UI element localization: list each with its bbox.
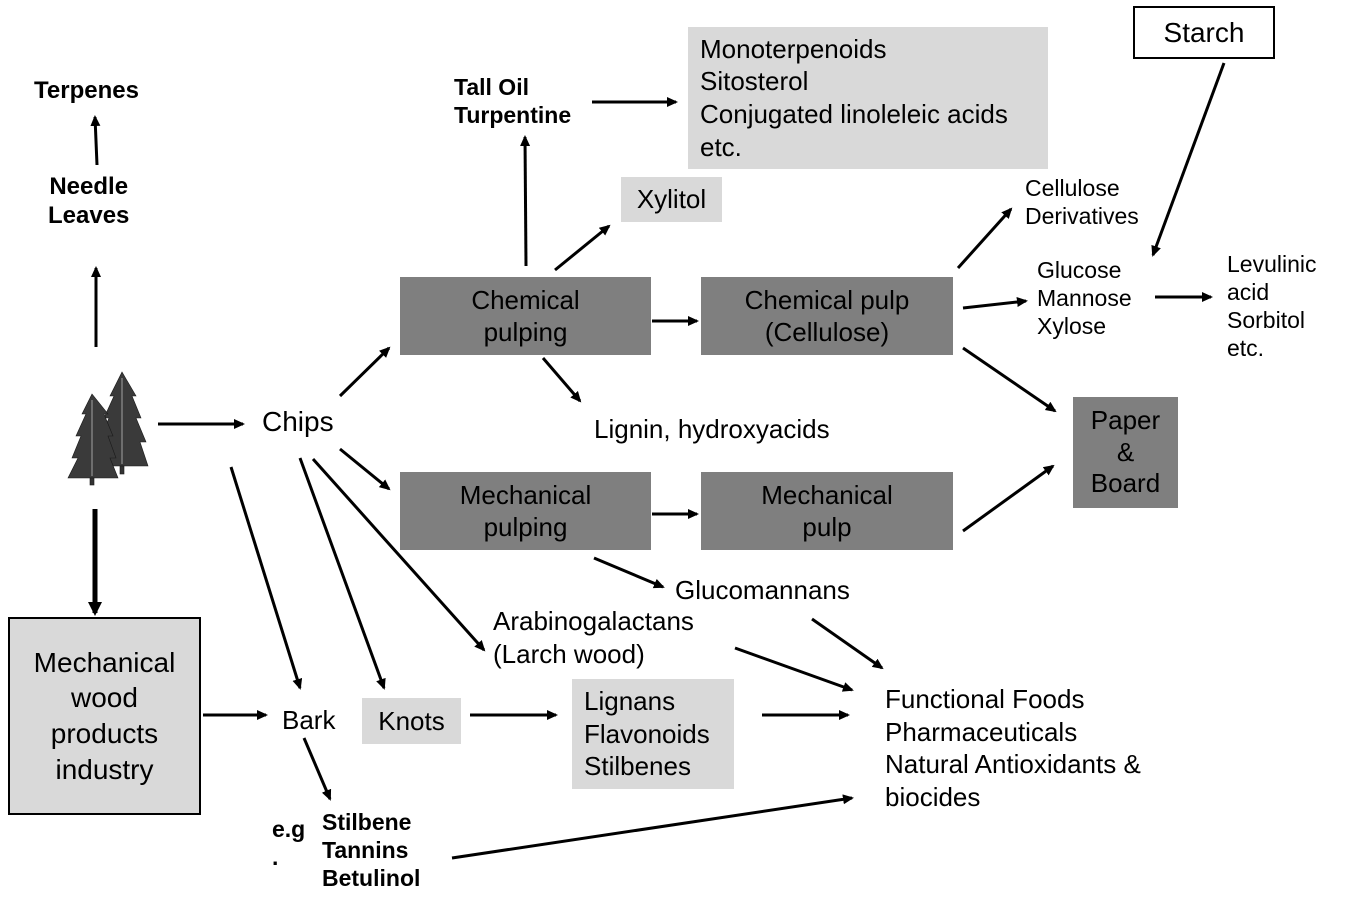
industry-line-4: industry <box>55 753 154 785</box>
conifer-trees-icon <box>67 371 149 486</box>
bark-products-line-1: Stilbene <box>322 809 412 835</box>
paper-board-line-1: Paper <box>1090 404 1161 435</box>
monoterpenoids-box: Monoterpenoids Sitosterol Conjugated lin… <box>688 27 1048 169</box>
paper-board-line-3: Board <box>1090 468 1161 499</box>
eg-line-1: e.g <box>272 816 306 842</box>
bark-label: Bark <box>282 705 336 735</box>
arrow-arabino-to-functional <box>734 646 854 692</box>
industry-line-3: products <box>50 718 159 749</box>
terpenes-label: Terpenes <box>34 77 139 104</box>
arrow-chempulp-to-cellulose-deriv <box>956 207 1013 270</box>
lignans-box: Lignans Flavonoids Stilbenes <box>572 679 734 789</box>
arrow-chempulp-to-paper <box>962 346 1057 413</box>
arrow-barkproducts-to-functional <box>451 794 854 860</box>
tall-oil-label: Tall Oil Turpentine <box>454 74 571 129</box>
bark-products-label: Stilbene Tannins Betulinol <box>322 808 420 892</box>
arrow-chempulping-to-lignin <box>541 357 582 403</box>
bark-products-line-2: Tannins <box>322 837 409 864</box>
sugars-line-3: Xylose <box>1037 313 1107 340</box>
cellulose-deriv-line-2: Derivatives <box>1025 202 1139 229</box>
arrow-mechpulp-to-paper <box>962 464 1055 533</box>
arabinogalactans-label: Arabinogalactans (Larch wood) <box>493 605 694 670</box>
arrow-mechpulping-to-glucomannans <box>593 556 665 589</box>
chemical-pulp-box: Chemical pulp (Cellulose) <box>701 277 953 355</box>
chips-label: Chips <box>262 406 334 437</box>
mono-line-1: Monoterpenoids <box>700 33 887 64</box>
mono-line-4: etc. <box>700 131 742 162</box>
arrow-chempulping-to-xylitol <box>554 224 611 272</box>
bark-products-line-3: Betulinol <box>322 865 421 892</box>
arrow-chips-to-chemical-pulping <box>338 346 391 398</box>
mechanical-pulping-box: Mechanical pulping <box>400 472 651 550</box>
lignans-line-3: Stilbenes <box>584 751 691 782</box>
needle-leaves-line-2: Leaves <box>48 202 130 230</box>
chemical-pulping-line-2: pulping <box>483 317 568 347</box>
chemical-pulp-line-2: (Cellulose) <box>764 317 890 347</box>
arrow-chips-to-mechanical-pulping <box>339 447 391 491</box>
chemical-pulp-line-1: Chemical pulp <box>744 284 910 315</box>
lignin-label: Lignin, hydroxyacids <box>594 414 830 444</box>
arrow-bark-to-barkproducts <box>302 737 332 801</box>
eg-label: e.g . <box>272 816 305 871</box>
levulinic-line-3: Sorbitol <box>1227 307 1305 334</box>
needle-leaves-label: Needle Leaves <box>48 172 129 231</box>
chemical-pulping-box: Chemical pulping <box>400 277 651 355</box>
levulinic-line-4: etc. <box>1227 335 1265 362</box>
arrow-needle-to-terpenes <box>90 115 101 166</box>
arrow-starch-to-sugars <box>1151 62 1226 257</box>
functional-line-3: Natural Antioxidants & <box>885 749 1141 779</box>
mono-line-2: Sitosterol <box>700 66 809 97</box>
mechanical-pulp-line-2: pulp <box>802 512 852 542</box>
functional-line-1: Functional Foods <box>885 684 1085 714</box>
arrow-chips-to-bark <box>229 466 303 690</box>
levulinic-line-1: Levulinic <box>1227 251 1317 277</box>
mono-line-3: Conjugated linoleleic acids <box>700 99 1008 129</box>
mechanical-pulping-line-1: Mechanical <box>459 479 592 510</box>
arrow-chips-to-arabino <box>311 457 486 652</box>
arrow-chips-to-knots <box>298 457 386 690</box>
mechanical-pulp-box: Mechanical pulp <box>701 472 953 550</box>
arabino-line-2: (Larch wood) <box>493 638 645 669</box>
needle-leaves-line-1: Needle <box>49 173 129 200</box>
industry-line-1: Mechanical <box>33 646 176 678</box>
eg-line-2: . <box>272 843 279 870</box>
tall-oil-line-2: Turpentine <box>454 101 572 128</box>
cellulose-deriv-line-1: Cellulose <box>1025 175 1120 201</box>
levulinic-label: Levulinic acid Sorbitol etc. <box>1227 250 1317 362</box>
arrow-glucomannans-to-functional <box>811 617 884 670</box>
paper-board-line-2: & <box>1116 436 1135 467</box>
lignans-line-1: Lignans <box>584 686 676 717</box>
chemical-pulping-line-1: Chemical <box>471 284 580 315</box>
arrow-chempulp-to-sugars <box>962 297 1028 310</box>
sugars-line-2: Mannose <box>1037 285 1132 312</box>
glucomannans-label: Glucomannans <box>675 575 850 605</box>
lignans-line-2: Flavonoids <box>584 718 710 749</box>
functional-line-4: biocides <box>885 781 981 812</box>
paper-board-box: Paper & Board <box>1073 397 1178 508</box>
mechanical-wood-industry-box: Mechanical wood products industry <box>8 617 201 815</box>
levulinic-line-2: acid <box>1227 279 1270 306</box>
cellulose-derivatives-label: Cellulose Derivatives <box>1025 175 1139 230</box>
functional-foods-label: Functional Foods Pharmaceuticals Natural… <box>885 683 1141 813</box>
xylitol-box: Xylitol <box>621 177 722 222</box>
functional-line-2: Pharmaceuticals <box>885 716 1078 747</box>
starch-box: Starch <box>1133 6 1275 59</box>
tall-oil-line-1: Tall Oil <box>454 74 529 100</box>
arrow-chempulping-to-talloil <box>520 135 531 267</box>
sugars-label: Glucose Mannose Xylose <box>1037 256 1132 340</box>
knots-box: Knots <box>362 698 461 744</box>
arabino-line-1: Arabinogalactans <box>493 606 694 636</box>
industry-line-2: wood <box>71 682 138 714</box>
mechanical-pulping-line-2: pulping <box>483 512 568 542</box>
sugars-line-1: Glucose <box>1037 257 1122 283</box>
mechanical-pulp-line-1: Mechanical <box>761 479 893 510</box>
